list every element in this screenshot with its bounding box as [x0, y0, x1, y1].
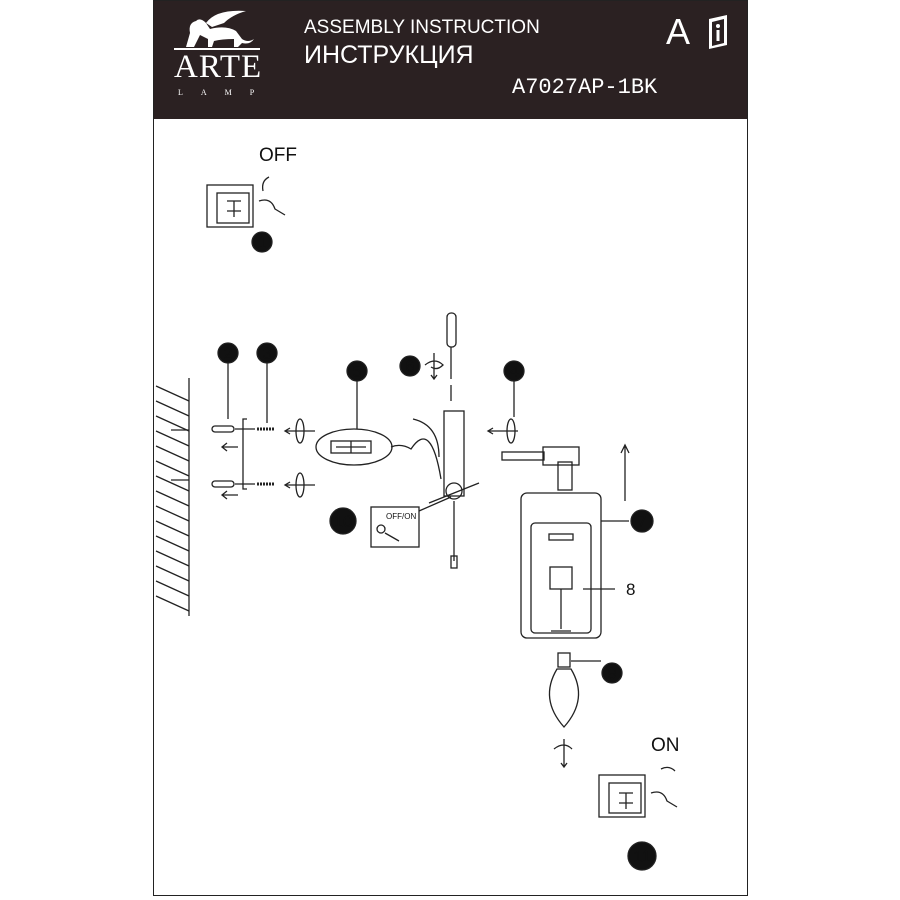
- instruction-sheet: ARTE LAMP ASSEMBLY INSTRUCTION ИНСТРУКЦИ…: [153, 0, 748, 896]
- svg-text:3: 3: [262, 344, 271, 363]
- step-1: 1: [251, 231, 273, 253]
- pull-switch-label: OFF/ON: [386, 512, 416, 521]
- svg-text:7: 7: [637, 512, 646, 531]
- step-11: 11: [627, 841, 657, 871]
- wall-hatch: [155, 378, 190, 616]
- candle-bulb-icon: [548, 652, 601, 769]
- svg-text:2: 2: [223, 344, 232, 363]
- title-russian: ИНСТРУКЦИЯ: [304, 41, 474, 69]
- wall-switch-off-icon: [206, 176, 286, 228]
- step-4: 4: [503, 360, 525, 417]
- step-7: 7: [630, 509, 654, 533]
- brand-logo: ARTE: [174, 49, 263, 85]
- assembly-diagram: OFF: [155, 145, 680, 871]
- svg-text:6: 6: [405, 357, 414, 376]
- step-6: 6: [399, 355, 421, 377]
- step-3: 3: [256, 342, 278, 423]
- svg-text:9: 9: [607, 664, 616, 683]
- model-number: A7027AP-1BK: [512, 75, 658, 100]
- language-code: A: [666, 11, 691, 52]
- off-label: OFF: [259, 145, 297, 166]
- step-2: 2: [217, 342, 239, 419]
- rotate-arrow: [424, 353, 444, 381]
- svg-text:4: 4: [509, 362, 518, 381]
- step-10: 10: [329, 507, 357, 535]
- lion-logo-icon: [186, 10, 254, 47]
- screwdriver-icon: [446, 312, 457, 401]
- svg-text:11: 11: [633, 847, 651, 866]
- terminal-block-detail: [315, 428, 442, 480]
- lamp-arm: [486, 418, 630, 501]
- wall-switch-on-icon: [598, 766, 678, 818]
- glass-shade: [520, 492, 629, 639]
- pull-switch-detail: [370, 496, 452, 548]
- logo-rule: [174, 48, 260, 50]
- step-5: 5: [346, 360, 368, 429]
- step-9: 9: [601, 662, 623, 684]
- svg-text:10: 10: [334, 512, 353, 531]
- on-label: ON: [651, 735, 680, 756]
- brand-subtitle: LAMP: [178, 88, 273, 97]
- step-8: 8: [626, 580, 635, 599]
- wall-anchors: [211, 418, 315, 500]
- svg-text:1: 1: [257, 233, 266, 252]
- svg-text:5: 5: [352, 362, 361, 381]
- svg-text:8: 8: [626, 580, 635, 599]
- info-book-icon: [709, 15, 727, 49]
- lamp-body: [412, 410, 480, 569]
- title-english: ASSEMBLY INSTRUCTION: [304, 17, 540, 38]
- header-bar: ARTE LAMP ASSEMBLY INSTRUCTION ИНСТРУКЦИ…: [154, 1, 747, 119]
- step-callouts: 1 2 3 4 5 6 7 8 9 10 11: [217, 231, 657, 871]
